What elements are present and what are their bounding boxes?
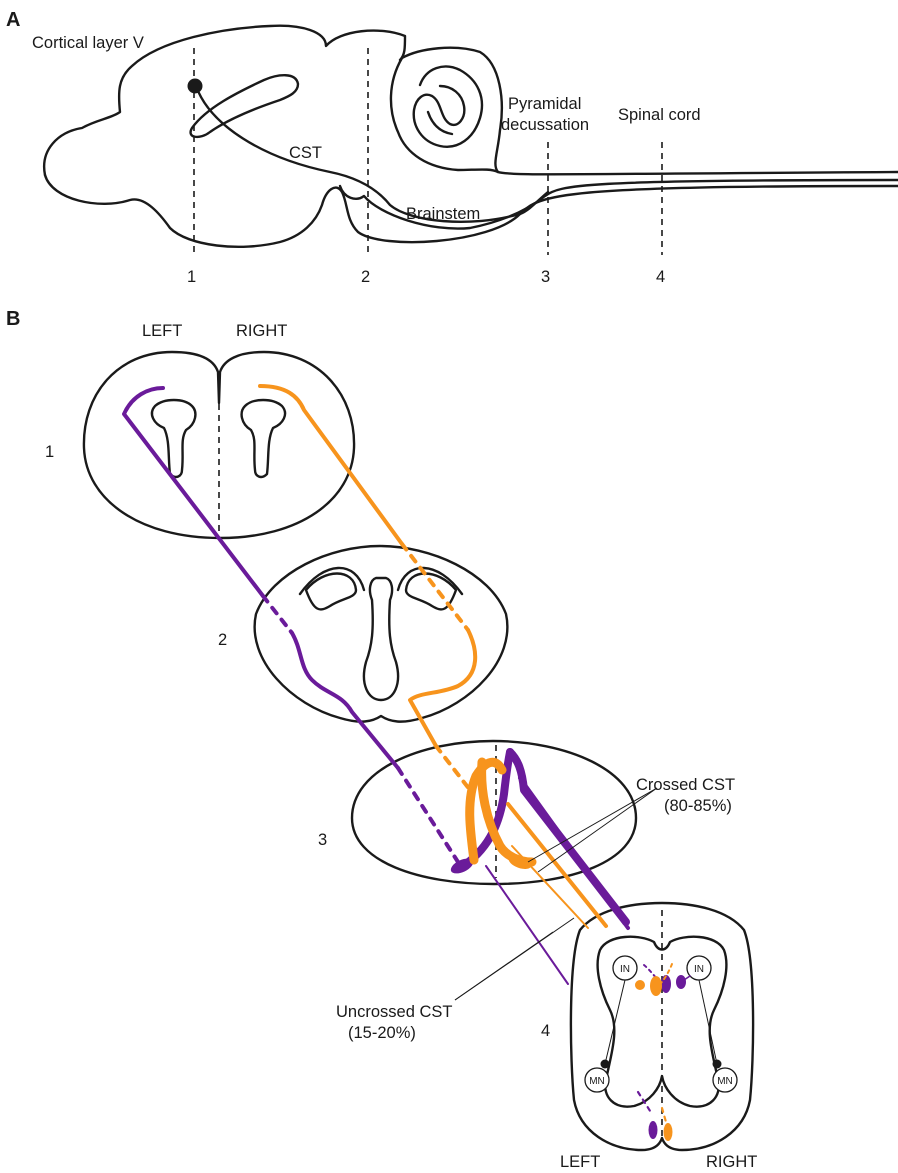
b-section-number-3: 3 bbox=[318, 831, 327, 849]
layer-v-neuron-soma bbox=[187, 78, 203, 94]
label-uncrossed-cst: Uncrossed CST bbox=[336, 1003, 452, 1021]
cst-pathway-line bbox=[194, 84, 550, 223]
b-section-number-2: 2 bbox=[218, 631, 227, 649]
label-right-top: RIGHT bbox=[236, 322, 287, 340]
motor-neuron-right bbox=[712, 1067, 738, 1093]
label-cortical-layer-v: Cortical layer V bbox=[32, 34, 144, 52]
label-spinal-cord: Spinal cord bbox=[618, 106, 701, 124]
panel-a: A Cortical layer V CST Brainste bbox=[6, 9, 898, 286]
b-section-number-4: 4 bbox=[541, 1022, 550, 1040]
label-crossed-percent: (80-85%) bbox=[664, 797, 732, 815]
section-number-3: 3 bbox=[541, 268, 550, 286]
section-number-1: 1 bbox=[187, 268, 196, 286]
section-4-spinal-cord: 4 IN IN MN MN LEFT RIGHT bbox=[541, 901, 757, 1171]
interneuron-left bbox=[612, 955, 638, 981]
label-right-bottom: RIGHT bbox=[706, 1153, 757, 1171]
label-left-top: LEFT bbox=[142, 322, 182, 340]
purple-tract bbox=[122, 386, 691, 1139]
mn-label-left: MN bbox=[589, 1076, 605, 1087]
label-cst: CST bbox=[289, 144, 322, 162]
orange-tract bbox=[258, 384, 673, 1141]
b-section-number-1: 1 bbox=[45, 443, 54, 461]
in-label-left: IN bbox=[620, 964, 630, 975]
in-label-right: IN bbox=[694, 964, 704, 975]
interneuron-right bbox=[686, 955, 712, 981]
label-decussation: decussation bbox=[501, 116, 589, 134]
section-number-2: 2 bbox=[361, 268, 370, 286]
section-2-brainstem: 2 bbox=[218, 544, 509, 723]
callout-lines bbox=[454, 787, 658, 1001]
panel-b-letter: B bbox=[6, 308, 20, 330]
label-crossed-cst: Crossed CST bbox=[636, 776, 735, 794]
label-uncrossed-percent: (15-20%) bbox=[348, 1024, 416, 1042]
panel-a-letter: A bbox=[6, 9, 20, 31]
mn-label-right: MN bbox=[717, 1076, 733, 1087]
panel-b: B LEFT RIGHT 1 2 3 bbox=[6, 308, 757, 1171]
section-number-4: 4 bbox=[656, 268, 665, 286]
label-brainstem: Brainstem bbox=[406, 205, 480, 223]
label-left-bottom: LEFT bbox=[560, 1153, 600, 1171]
motor-neuron-left bbox=[584, 1067, 610, 1093]
label-pyramidal: Pyramidal bbox=[508, 95, 581, 113]
